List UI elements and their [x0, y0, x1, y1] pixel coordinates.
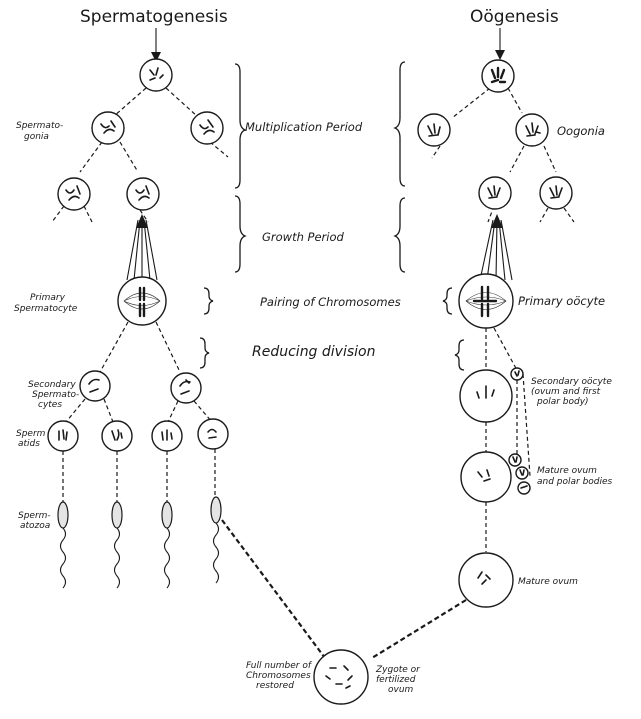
- spermatogonium-right: [190, 111, 224, 145]
- spermatogonium-3: [57, 177, 91, 211]
- zygote-label-2: fertilized: [376, 675, 416, 685]
- right-brace-multiplication: [393, 61, 406, 187]
- full-number-label-1: Full number of: [246, 661, 313, 671]
- secondary-spermatocyte-right: [170, 372, 202, 404]
- secondary-oocyte-cell: [459, 369, 513, 423]
- zygote-cell: [313, 649, 369, 705]
- spermatozoa-label-1: Sperm-: [18, 511, 51, 521]
- left-brace-growth: [234, 195, 247, 273]
- oogenesis-title: Oögenesis: [470, 7, 559, 27]
- secondary-oocyte-label-3: polar body): [536, 397, 589, 407]
- spermatozoa-label-2: atozoa: [20, 521, 50, 531]
- spermatozoon-3: [161, 501, 173, 589]
- polar-body-2: [515, 466, 529, 480]
- zygote-label-3: ovum: [388, 685, 414, 695]
- mature-ovum-polar-label-2: and polar bodies: [537, 477, 613, 487]
- spermatid-3: [151, 420, 183, 452]
- secondary-spermatocytes-label-1: Secondary: [28, 380, 76, 390]
- reducing-division-label: Reducing division: [252, 344, 375, 360]
- spermatogonia-label-1: Spermato-: [16, 121, 63, 131]
- spermatogenesis-title: Spermatogenesis: [80, 7, 228, 27]
- multiplication-period-label: Multiplication Period: [245, 120, 363, 134]
- right-brace-reducing: [454, 339, 465, 371]
- left-brace-pairing: [203, 287, 214, 315]
- left-brace-multiplication: [234, 63, 247, 189]
- oogenesis-tree: [371, 59, 575, 659]
- zygote-label-1: Zygote or: [375, 665, 421, 675]
- spermatozoon-2: [111, 501, 123, 589]
- spermatogonium-left: [91, 111, 125, 145]
- polar-body-1: [508, 453, 522, 467]
- primary-spermatocyte-label-2: Spermatocyte: [14, 304, 78, 314]
- spermatozoon-1: [57, 501, 69, 589]
- oogonia-label: Oogonia: [557, 124, 605, 138]
- spermatogonia-label-2: gonia: [24, 132, 49, 142]
- full-number-label-2: Chromosomes: [246, 671, 311, 681]
- spermatid-4: [197, 418, 229, 450]
- spermatogenesis-tree: [47, 58, 326, 659]
- spermatid-1: [47, 420, 79, 452]
- oogenesis-arrow: [495, 28, 505, 60]
- spermatogonium-4: [126, 177, 160, 211]
- growth-cone-right: [479, 214, 513, 281]
- spermatids-label-1: Sperm: [16, 429, 46, 439]
- spermatogonium-top: [139, 58, 173, 92]
- mature-ovum-label: Mature ovum: [518, 577, 578, 587]
- pairing-label: Pairing of Chromosomes: [260, 295, 401, 309]
- left-brace-reducing: [199, 337, 210, 369]
- spermatids-label-2: atids: [18, 439, 40, 449]
- right-brace-pairing: [442, 287, 453, 315]
- secondary-oocyte-label-2: (ovum and first: [531, 387, 601, 397]
- primary-spermatocyte-label-1: Primary: [30, 293, 66, 303]
- oogonium-top: [481, 59, 515, 93]
- secondary-spermatocytes-label-2: Spermato-: [32, 390, 79, 400]
- primary-spermatocyte-cell: [117, 276, 167, 326]
- oogonium-3: [478, 176, 512, 210]
- right-brace-growth: [393, 197, 406, 273]
- secondary-spermatocytes-label-3: cytes: [38, 400, 62, 410]
- spermatogenesis-arrow: [151, 28, 161, 62]
- growth-cone-left: [126, 214, 158, 281]
- spermatid-2: [101, 420, 133, 452]
- primary-oocyte-cell: [458, 273, 514, 329]
- primary-oocyte-label: Primary oöcyte: [518, 294, 605, 308]
- mature-ovum-cell: [458, 552, 514, 608]
- period-braces: [199, 61, 465, 371]
- full-number-label-3: restored: [256, 681, 294, 691]
- spermatozoon-4: [210, 496, 222, 584]
- polar-body-3: [517, 481, 531, 495]
- mature-ovum-polar-label-1: Mature ovum: [537, 466, 597, 476]
- mature-ovum-polar-cell: [460, 451, 512, 503]
- oogonium-right: [515, 113, 549, 147]
- growth-period-label: Growth Period: [262, 230, 345, 244]
- secondary-oocyte-label-1: Secondary oöcyte: [531, 377, 612, 387]
- oogonium-left: [417, 113, 451, 147]
- oogonium-4: [539, 176, 573, 210]
- secondary-spermatocyte-left: [79, 370, 111, 402]
- first-polar-body: [510, 367, 524, 381]
